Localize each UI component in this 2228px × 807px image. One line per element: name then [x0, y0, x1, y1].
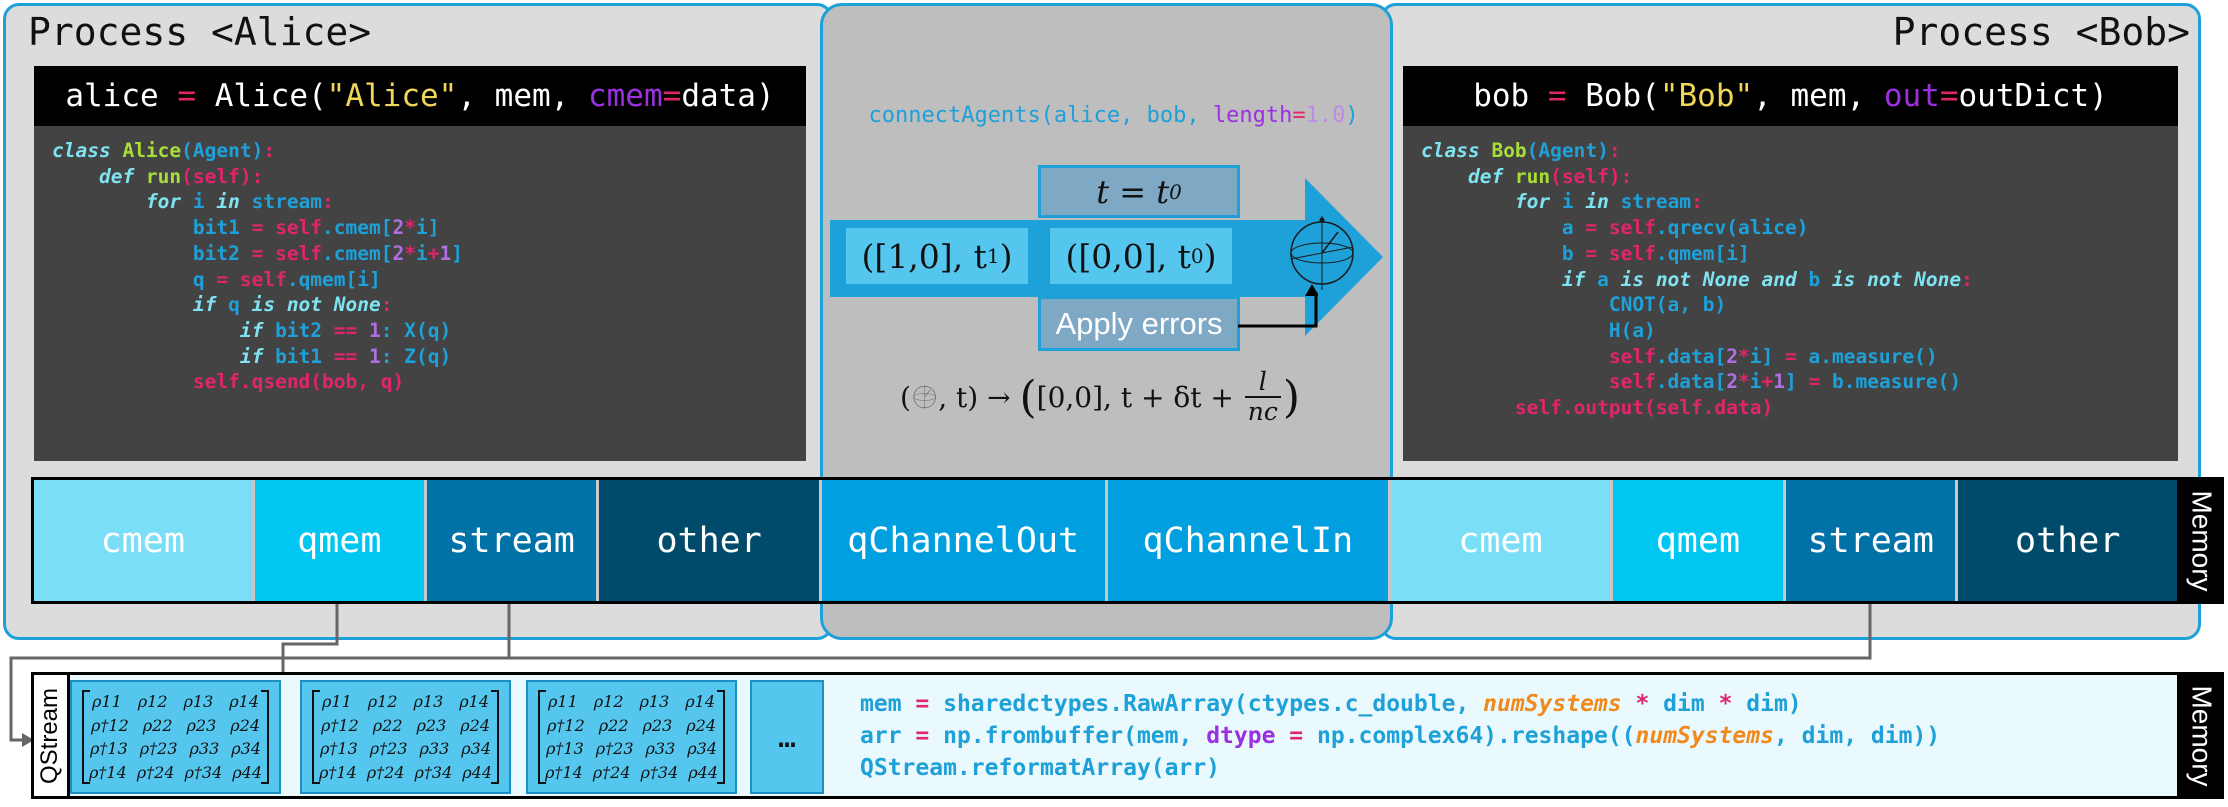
memory-cell-alice-qmem: qmem — [254, 480, 427, 601]
memory-cell-qchannel-in: qChannelIn — [1107, 480, 1392, 601]
memory-cell-qchannel-out: qChannelOut — [821, 480, 1108, 601]
alice-code-block: class Alice(Agent): def run(self): for i… — [34, 126, 806, 461]
alice-constructor: alice = Alice("Alice", mem, cmem=data) — [34, 66, 806, 126]
memory-cell-bob-qmem: qmem — [1612, 480, 1787, 601]
memory-cell-bob-cmem: cmem — [1391, 480, 1613, 601]
memory-label-top: Memory — [2180, 477, 2224, 604]
connect-agents-call: connectAgents(alice, bob, length=1.0) — [868, 103, 1359, 128]
memory-cell-alice-stream: stream — [426, 480, 600, 601]
qstream-code: mem = sharedctypes.RawArray(ctypes.c_dou… — [860, 691, 1941, 781]
memory-cell-alice-other: other — [599, 480, 822, 601]
bloch-sphere-icon — [1290, 216, 1354, 290]
error-formula: ( , t) → ([0,0], t + δt + l nc ) — [900, 362, 1300, 432]
qstream-label: QStream — [34, 675, 70, 796]
alice-process-title: Process <Alice> — [28, 10, 372, 54]
memory-cell-bob-stream: stream — [1786, 480, 1959, 601]
memory-label-bottom: Memory — [2180, 672, 2224, 799]
shared-memory-bar: cmem qmem stream other qChannelOut qChan… — [31, 477, 2180, 604]
bob-code-block: class Bob(Agent): def run(self): for i i… — [1403, 126, 2178, 461]
apply-errors-box: Apply errors — [1038, 296, 1240, 351]
bob-process-title: Process <Bob> — [1892, 10, 2190, 54]
memory-cell-alice-cmem: cmem — [34, 480, 255, 601]
bob-constructor: bob = Bob("Bob", mem, out=outDict) — [1403, 66, 2178, 126]
more-matrices-ellipsis: … — [750, 680, 824, 794]
error-feedback-arrow — [1238, 284, 1318, 328]
bloch-sphere-small-icon — [913, 384, 936, 410]
memory-cell-bob-other: other — [1958, 480, 2178, 601]
